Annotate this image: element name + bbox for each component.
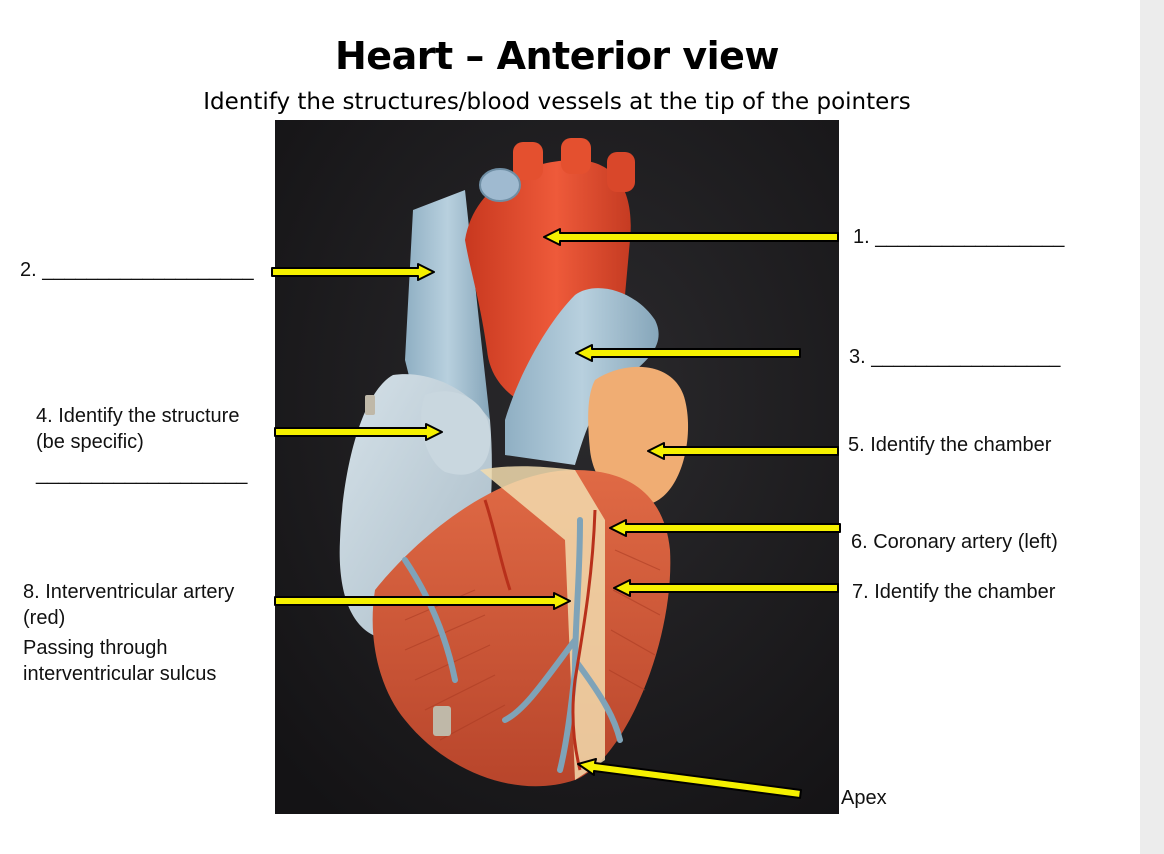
label-8-line2: (red) <box>23 607 66 629</box>
label-1: 1. _________________ <box>853 226 1065 248</box>
left-subclavian <box>607 152 635 192</box>
label-4-line1: 4. Identify the structure <box>36 405 240 427</box>
arrow-8 <box>274 592 571 610</box>
stand-clip <box>433 706 451 736</box>
left-coronary-artery <box>571 509 597 771</box>
right-coronary-branch <box>483 499 512 591</box>
page-subtitle: Identify the structures/blood vessels at… <box>203 89 911 115</box>
arrow-3 <box>575 344 801 362</box>
great-cardiac-vein <box>502 517 623 773</box>
left-common-carotid <box>561 138 591 174</box>
label-8-line1: 8. Interventricular artery <box>23 581 235 603</box>
label-5: 5. Identify the chamber <box>848 434 1052 456</box>
label-4-answer-line: ___________________ <box>36 463 248 485</box>
left-auricle <box>588 366 689 506</box>
label-3: 3. _________________ <box>849 346 1061 368</box>
label-8-line3: Passing through <box>23 637 168 659</box>
arrow-6 <box>609 519 841 537</box>
stand-pin <box>365 395 375 415</box>
page-title: Heart – Anterior view <box>335 34 780 78</box>
label-6: 6. Coronary artery (left) <box>851 531 1058 553</box>
label-2: 2. ___________________ <box>20 259 254 281</box>
arrow-1 <box>543 228 839 246</box>
arrow-4 <box>274 423 443 441</box>
brachiocephalic-trunk <box>513 142 543 180</box>
arrow-2 <box>271 263 435 281</box>
pulmonary-trunk <box>505 288 659 465</box>
label-7: 7. Identify the chamber <box>852 581 1056 603</box>
small-cardiac-vein <box>402 557 458 683</box>
label-apex: Apex <box>841 787 887 809</box>
label-8-line4: interventricular sulcus <box>23 663 217 685</box>
label-4-line2: (be specific) <box>36 431 144 453</box>
brachiocephalic-vein <box>479 168 521 202</box>
arrow-7 <box>613 579 839 597</box>
arrow-5 <box>647 442 839 460</box>
arrow-apex <box>577 758 802 799</box>
right-auricle <box>421 391 491 475</box>
slide-edge <box>1140 0 1164 854</box>
